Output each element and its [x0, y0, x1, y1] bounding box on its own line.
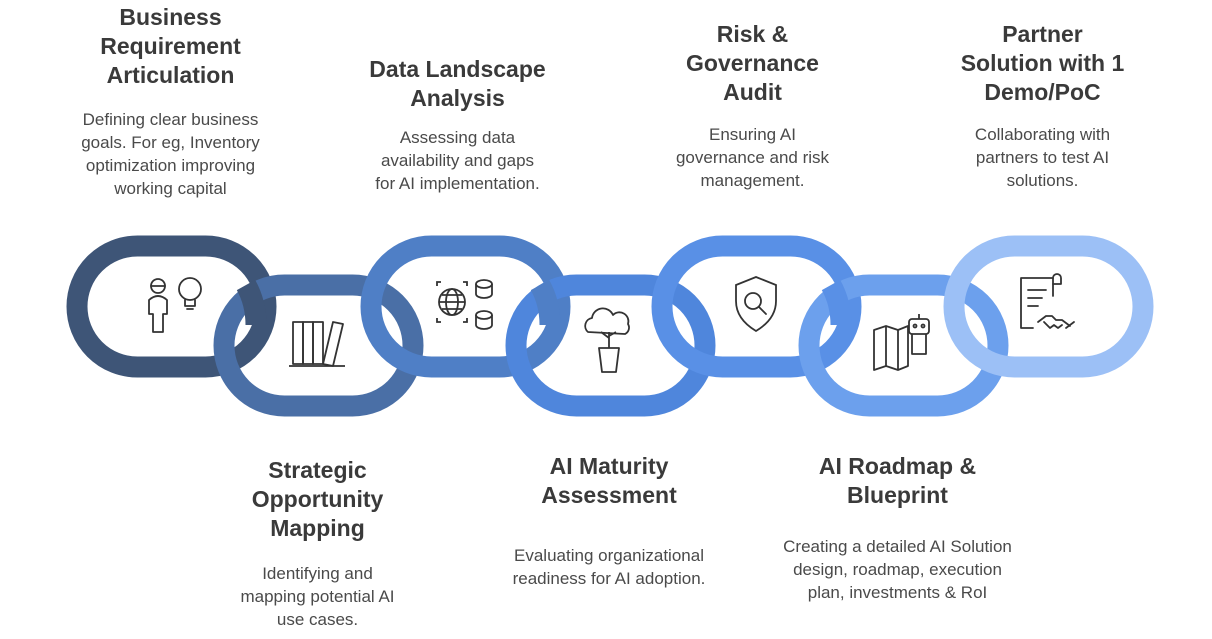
step-description: Ensuring AI governance and risk manageme…	[675, 125, 830, 190]
step-ai-maturity: AI Maturity Assessment Evaluating organi…	[484, 452, 734, 590]
link-ring-3	[360, 235, 571, 378]
link-overlap-1	[236, 279, 267, 326]
step-partner-solution: Partner Solution with 1 Demo/PoC Collabo…	[930, 20, 1155, 192]
step-title: Partner Solution with 1 Demo/PoC	[960, 21, 1125, 105]
step-description: Assessing data availability and gaps for…	[375, 128, 540, 193]
chain-link-5	[651, 235, 862, 378]
step-description: Creating a detailed AI Solution design, …	[783, 537, 1012, 602]
step-title: AI Roadmap & Blueprint	[818, 453, 977, 508]
link-overlap-3	[530, 279, 561, 326]
step-ai-roadmap: AI Roadmap & Blueprint Creating a detail…	[755, 452, 1040, 604]
chain-link-7	[943, 235, 1154, 378]
bookshelf-icon	[289, 321, 345, 367]
step-business-requirement: Business Requirement Articulation Defini…	[58, 3, 283, 200]
cloud-plant-icon	[584, 307, 630, 373]
chain-link-2	[213, 274, 424, 417]
link-overlap-5	[821, 279, 852, 326]
step-description: Identifying and mapping potential AI use…	[240, 564, 395, 629]
step-title: Risk & Governance Audit	[686, 21, 819, 105]
step-title: Data Landscape Analysis	[369, 56, 546, 111]
link-ring-4	[505, 274, 716, 417]
chain-link-6	[798, 274, 1009, 417]
step-data-landscape: Data Landscape Analysis Assessing data a…	[345, 55, 570, 195]
link-ring-2	[213, 274, 424, 417]
step-title: AI Maturity Assessment	[541, 453, 677, 508]
step-description: Evaluating organizational readiness for …	[512, 546, 706, 588]
document-handshake-icon	[1020, 273, 1075, 329]
step-title: Business Requirement Articulation	[100, 4, 241, 88]
step-risk-governance: Risk & Governance Audit Ensuring AI gove…	[640, 20, 865, 192]
link-ring-6	[798, 274, 1009, 417]
globe-database-icon	[436, 279, 493, 330]
step-description: Defining clear business goals. For eg, I…	[81, 110, 260, 198]
shield-search-icon	[735, 276, 777, 333]
step-title: Strategic Opportunity Mapping	[251, 457, 384, 541]
step-description: Collaborating with partners to test AI s…	[974, 125, 1111, 190]
link-ring-1	[66, 235, 277, 378]
person-lightbulb-icon	[148, 277, 202, 333]
step-strategic-opportunity: Strategic Opportunity Mapping Identifyin…	[205, 456, 430, 631]
map-robot-icon	[873, 314, 930, 371]
chain-link-4	[505, 274, 716, 417]
chain-link-3	[360, 235, 571, 378]
chain-link-1	[66, 235, 277, 378]
link-ring-7	[943, 235, 1154, 378]
link-ring-5	[651, 235, 862, 378]
